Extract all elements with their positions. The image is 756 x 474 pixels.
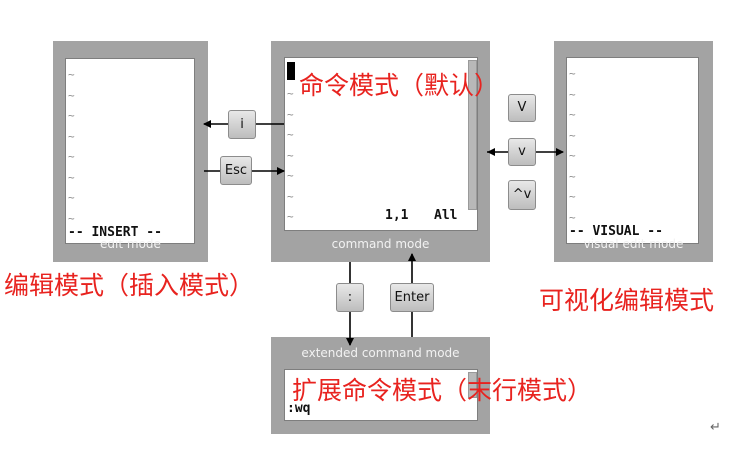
return-mark: ↵ [710, 420, 721, 435]
key-i[interactable]: i [228, 110, 256, 139]
command-mode-status-view: All [434, 208, 458, 223]
label-visual-mode: 可视化编辑模式 [539, 286, 715, 315]
command-mode-status-pos: 1,1 [385, 208, 409, 223]
label-command-mode: 命令模式（默认） [299, 71, 500, 100]
key-visual-line[interactable]: V [508, 94, 536, 122]
extended-mode-panel: extended command mode :wq [271, 337, 490, 434]
visual-mode-screen: ~ ~ ~ ~ ~ ~ ~ ~ -- VISUAL -- [566, 57, 699, 244]
key-colon[interactable]: : [336, 283, 364, 312]
extended-mode-screen: :wq [284, 369, 478, 421]
visual-mode-tildes: ~ ~ ~ ~ ~ ~ ~ ~ [569, 67, 576, 224]
key-enter[interactable]: Enter [390, 283, 434, 312]
visual-mode-panel: ~ ~ ~ ~ ~ ~ ~ ~ -- VISUAL -- visual edit… [554, 41, 713, 262]
edit-mode-screen: ~ ~ ~ ~ ~ ~ ~ ~ -- INSERT -- [65, 58, 195, 244]
visual-mode-status: -- VISUAL -- [569, 224, 663, 239]
extended-mode-input: :wq [287, 401, 311, 416]
edit-mode-caption: edit mode [100, 237, 161, 251]
label-extended-mode: 扩展命令模式（末行模式） [292, 376, 593, 405]
command-mode-screen: ~ ~ ~ ~ ~ ~ ~ 1,1 All [284, 57, 478, 231]
key-esc[interactable]: Esc [220, 156, 252, 185]
command-mode-scrollbar[interactable] [468, 60, 477, 210]
key-visual-char[interactable]: v [508, 138, 536, 166]
visual-mode-caption: visual edit mode [583, 237, 684, 251]
command-mode-caption: command mode [331, 237, 430, 251]
cursor-block [287, 62, 295, 80]
edit-mode-panel: ~ ~ ~ ~ ~ ~ ~ ~ -- INSERT -- edit mode [53, 41, 208, 262]
extended-mode-caption: extended command mode [301, 346, 460, 360]
edit-mode-status: -- INSERT -- [68, 225, 162, 240]
command-mode-tildes: ~ ~ ~ ~ ~ ~ ~ [287, 87, 294, 223]
extended-mode-scrollbar[interactable] [468, 372, 477, 398]
edit-mode-tildes: ~ ~ ~ ~ ~ ~ ~ ~ [68, 68, 75, 225]
key-visual-block[interactable]: ^v [508, 180, 536, 210]
label-edit-mode: 编辑模式（插入模式） [4, 271, 255, 300]
command-mode-panel: ~ ~ ~ ~ ~ ~ ~ 1,1 All command mode [271, 41, 490, 262]
